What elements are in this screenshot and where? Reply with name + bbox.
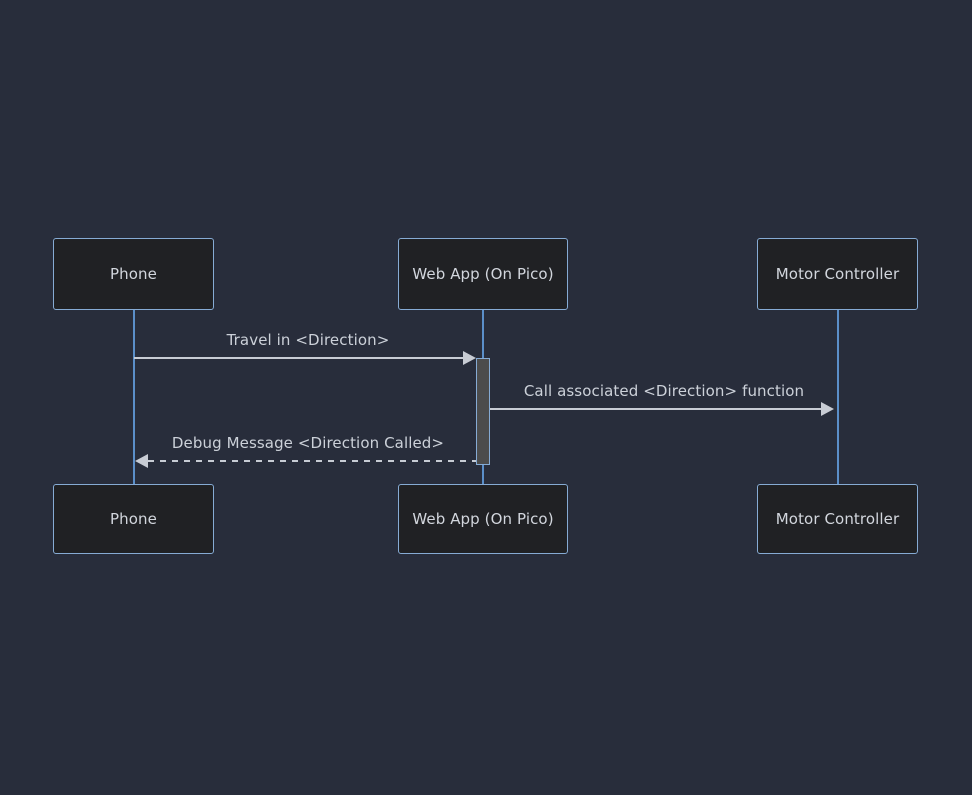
participant-box-motor-top[interactable]: Motor Controller <box>757 238 918 310</box>
participant-box-phone-bottom[interactable]: Phone <box>53 484 214 554</box>
message-label-call-function: Call associated <Direction> function <box>523 382 805 400</box>
activation-bar-webapp <box>476 358 490 465</box>
participant-label-motor-top: Motor Controller <box>775 265 900 283</box>
participant-label-webapp-top: Web App (On Pico) <box>412 265 554 283</box>
message-label-debug: Debug Message <Direction Called> <box>171 434 445 452</box>
participant-box-phone-top[interactable]: Phone <box>53 238 214 310</box>
lifeline-motor <box>837 310 839 484</box>
participant-label-phone-bottom: Phone <box>110 510 157 528</box>
participant-box-webapp-top[interactable]: Web App (On Pico) <box>398 238 568 310</box>
participant-label-phone-top: Phone <box>110 265 157 283</box>
message-arrowhead-travel <box>463 351 476 365</box>
message-line-debug <box>148 460 476 462</box>
message-label-travel: Travel in <Direction> <box>226 331 390 349</box>
message-line-travel <box>134 357 464 359</box>
lifeline-phone <box>133 310 135 484</box>
participant-label-webapp-bottom: Web App (On Pico) <box>412 510 554 528</box>
message-line-call-function <box>490 408 822 410</box>
message-arrowhead-debug <box>135 454 148 468</box>
message-arrowhead-call-function <box>821 402 834 416</box>
participant-label-motor-bottom: Motor Controller <box>775 510 900 528</box>
participant-box-webapp-bottom[interactable]: Web App (On Pico) <box>398 484 568 554</box>
participant-box-motor-bottom[interactable]: Motor Controller <box>757 484 918 554</box>
